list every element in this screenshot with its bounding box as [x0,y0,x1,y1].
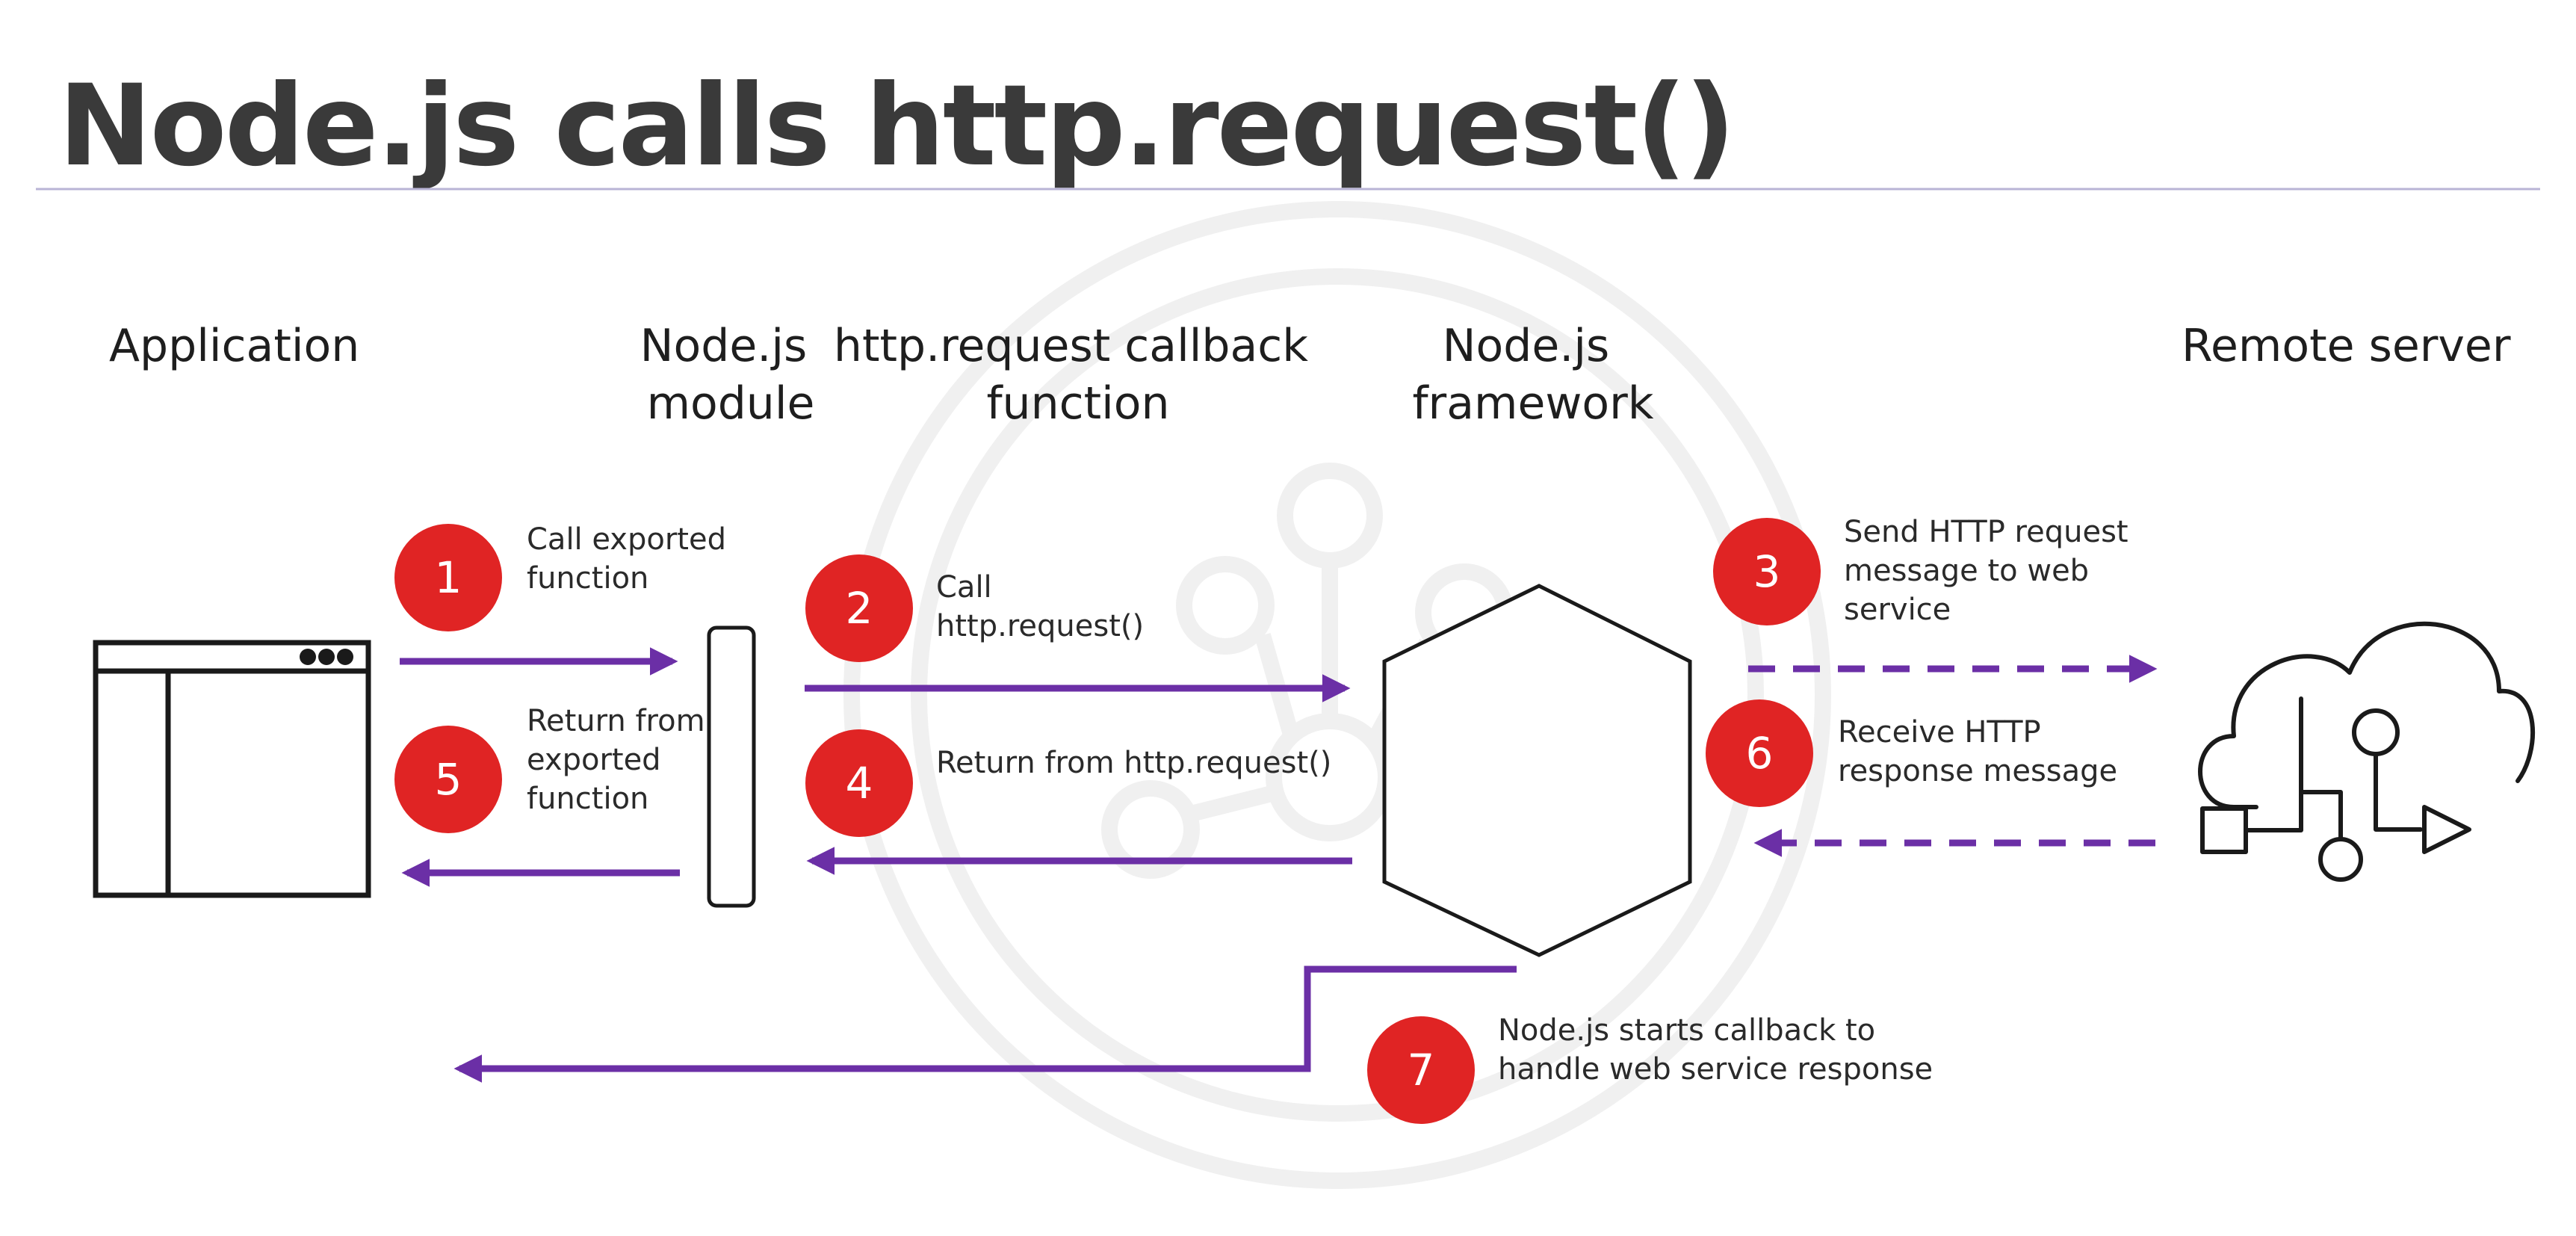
hexagon-framework-icon [1382,584,1692,957]
arrow-step-7 [453,965,1517,1083]
step-5-line-1: Return from [527,704,705,738]
column-module: Node.js module [640,320,822,430]
column-framework-line-1: Node.js [1443,320,1610,372]
column-module-line-1: Node.js [640,320,808,372]
column-framework: Node.js framework [1412,320,1653,430]
step-number-2: 2 [846,583,873,634]
step-badge-4: 4 [805,729,913,837]
step-5-line-3: function [527,782,648,816]
step-5-line-2: exported [527,743,661,777]
column-application: Application [109,320,359,372]
step-2-line-1: Call [936,570,992,605]
step-2-line-2: http.request() [936,609,1144,643]
column-callback-line-1: http.request callback [834,320,1308,372]
step-6-line-2: response message [1838,754,2117,788]
page-title: Node.js calls http.request() [58,61,1733,191]
step-text-2: Call http.request() [936,570,1144,643]
background-watermark [843,201,1831,1189]
step-badge-5: 5 [394,726,502,833]
step-badges: 1 2 3 4 5 6 7 [394,518,1821,1124]
column-module-line-2: module [647,377,815,430]
application-window-icon [93,640,371,898]
step-badge-6: 6 [1706,699,1813,807]
cloud-server-icon [2198,621,2536,882]
step-3-line-3: service [1844,593,1951,627]
step-7-line-1: Node.js starts callback to [1498,1013,1875,1048]
step-7-line-2: handle web service response [1498,1052,1933,1087]
column-framework-line-2: framework [1412,377,1653,430]
step-4-line-1: Return from http.request() [936,746,1331,780]
step-text-5: Return from exported function [527,704,714,816]
step-badge-2: 2 [805,554,913,662]
step-text-4: Return from http.request() [936,746,1331,780]
step-3-line-1: Send HTTP request [1844,515,2128,549]
step-text-3: Send HTTP request message to web service [1844,515,2137,627]
step-number-4: 4 [846,758,873,809]
step-number-3: 3 [1753,546,1781,597]
column-callback: http.request callback function [834,320,1322,430]
step-text-1: Call exported function [527,522,736,596]
module-bar-icon [707,625,756,908]
step-1-line-1: Call exported [527,522,726,557]
step-badge-3: 3 [1713,518,1821,625]
step-badge-1: 1 [394,524,502,631]
step-number-7: 7 [1408,1045,1435,1096]
column-remote-server: Remote server [2182,320,2511,372]
flow-arrows [400,647,2158,1083]
step-1-line-2: function [527,561,648,596]
step-number-5: 5 [435,754,462,805]
step-6-line-1: Receive HTTP [1838,715,2041,750]
step-text-7: Node.js starts callback to handle web se… [1498,1013,1933,1087]
step-3-line-2: message to web [1844,554,2089,588]
step-badge-7: 7 [1367,1016,1475,1124]
column-callback-line-2: function [986,377,1169,430]
step-number-1: 1 [435,552,462,603]
step-number-6: 6 [1746,728,1774,779]
step-text-6: Receive HTTP response message [1838,715,2117,788]
